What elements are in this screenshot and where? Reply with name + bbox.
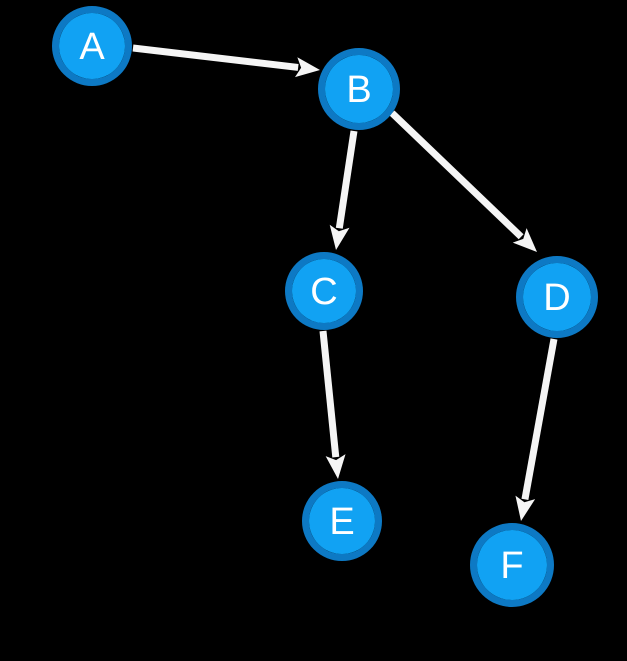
arrowhead-icon xyxy=(325,454,346,479)
edges-layer xyxy=(132,44,558,521)
node-fill xyxy=(325,55,393,123)
node-ring xyxy=(318,48,400,130)
arrowhead-icon xyxy=(515,495,536,521)
arrowhead-icon xyxy=(512,228,537,252)
node-ring xyxy=(52,6,132,86)
node-fill xyxy=(523,263,591,331)
nodes-layer: A B C D E F xyxy=(52,6,598,607)
node-ring xyxy=(516,256,598,338)
arrowhead-icon xyxy=(294,57,320,78)
node-fill xyxy=(292,259,356,323)
graph-edge[interactable] xyxy=(515,338,558,521)
edge-shaft xyxy=(389,110,524,240)
node-fill xyxy=(477,530,547,600)
node-fill xyxy=(59,13,125,79)
edge-shaft xyxy=(132,44,299,71)
graph-node-e[interactable]: E xyxy=(302,481,382,561)
edge-shaft xyxy=(335,130,358,229)
edge-shaft xyxy=(521,338,558,500)
node-ring xyxy=(302,481,382,561)
graph-node-a[interactable]: A xyxy=(52,6,132,86)
arrowhead-icon xyxy=(329,224,350,250)
node-ring xyxy=(285,252,363,330)
node-ring xyxy=(470,523,554,607)
graph-edge[interactable] xyxy=(319,330,346,479)
graph-edge[interactable] xyxy=(132,44,320,78)
graph-node-b[interactable]: B xyxy=(318,48,400,130)
graph-node-d[interactable]: D xyxy=(516,256,598,338)
edge-shaft xyxy=(319,330,340,458)
graph-node-f[interactable]: F xyxy=(470,523,554,607)
node-fill xyxy=(309,488,375,554)
graph-edge[interactable] xyxy=(329,130,358,250)
graph-node-c[interactable]: C xyxy=(285,252,363,330)
graph-edge[interactable] xyxy=(389,110,537,252)
